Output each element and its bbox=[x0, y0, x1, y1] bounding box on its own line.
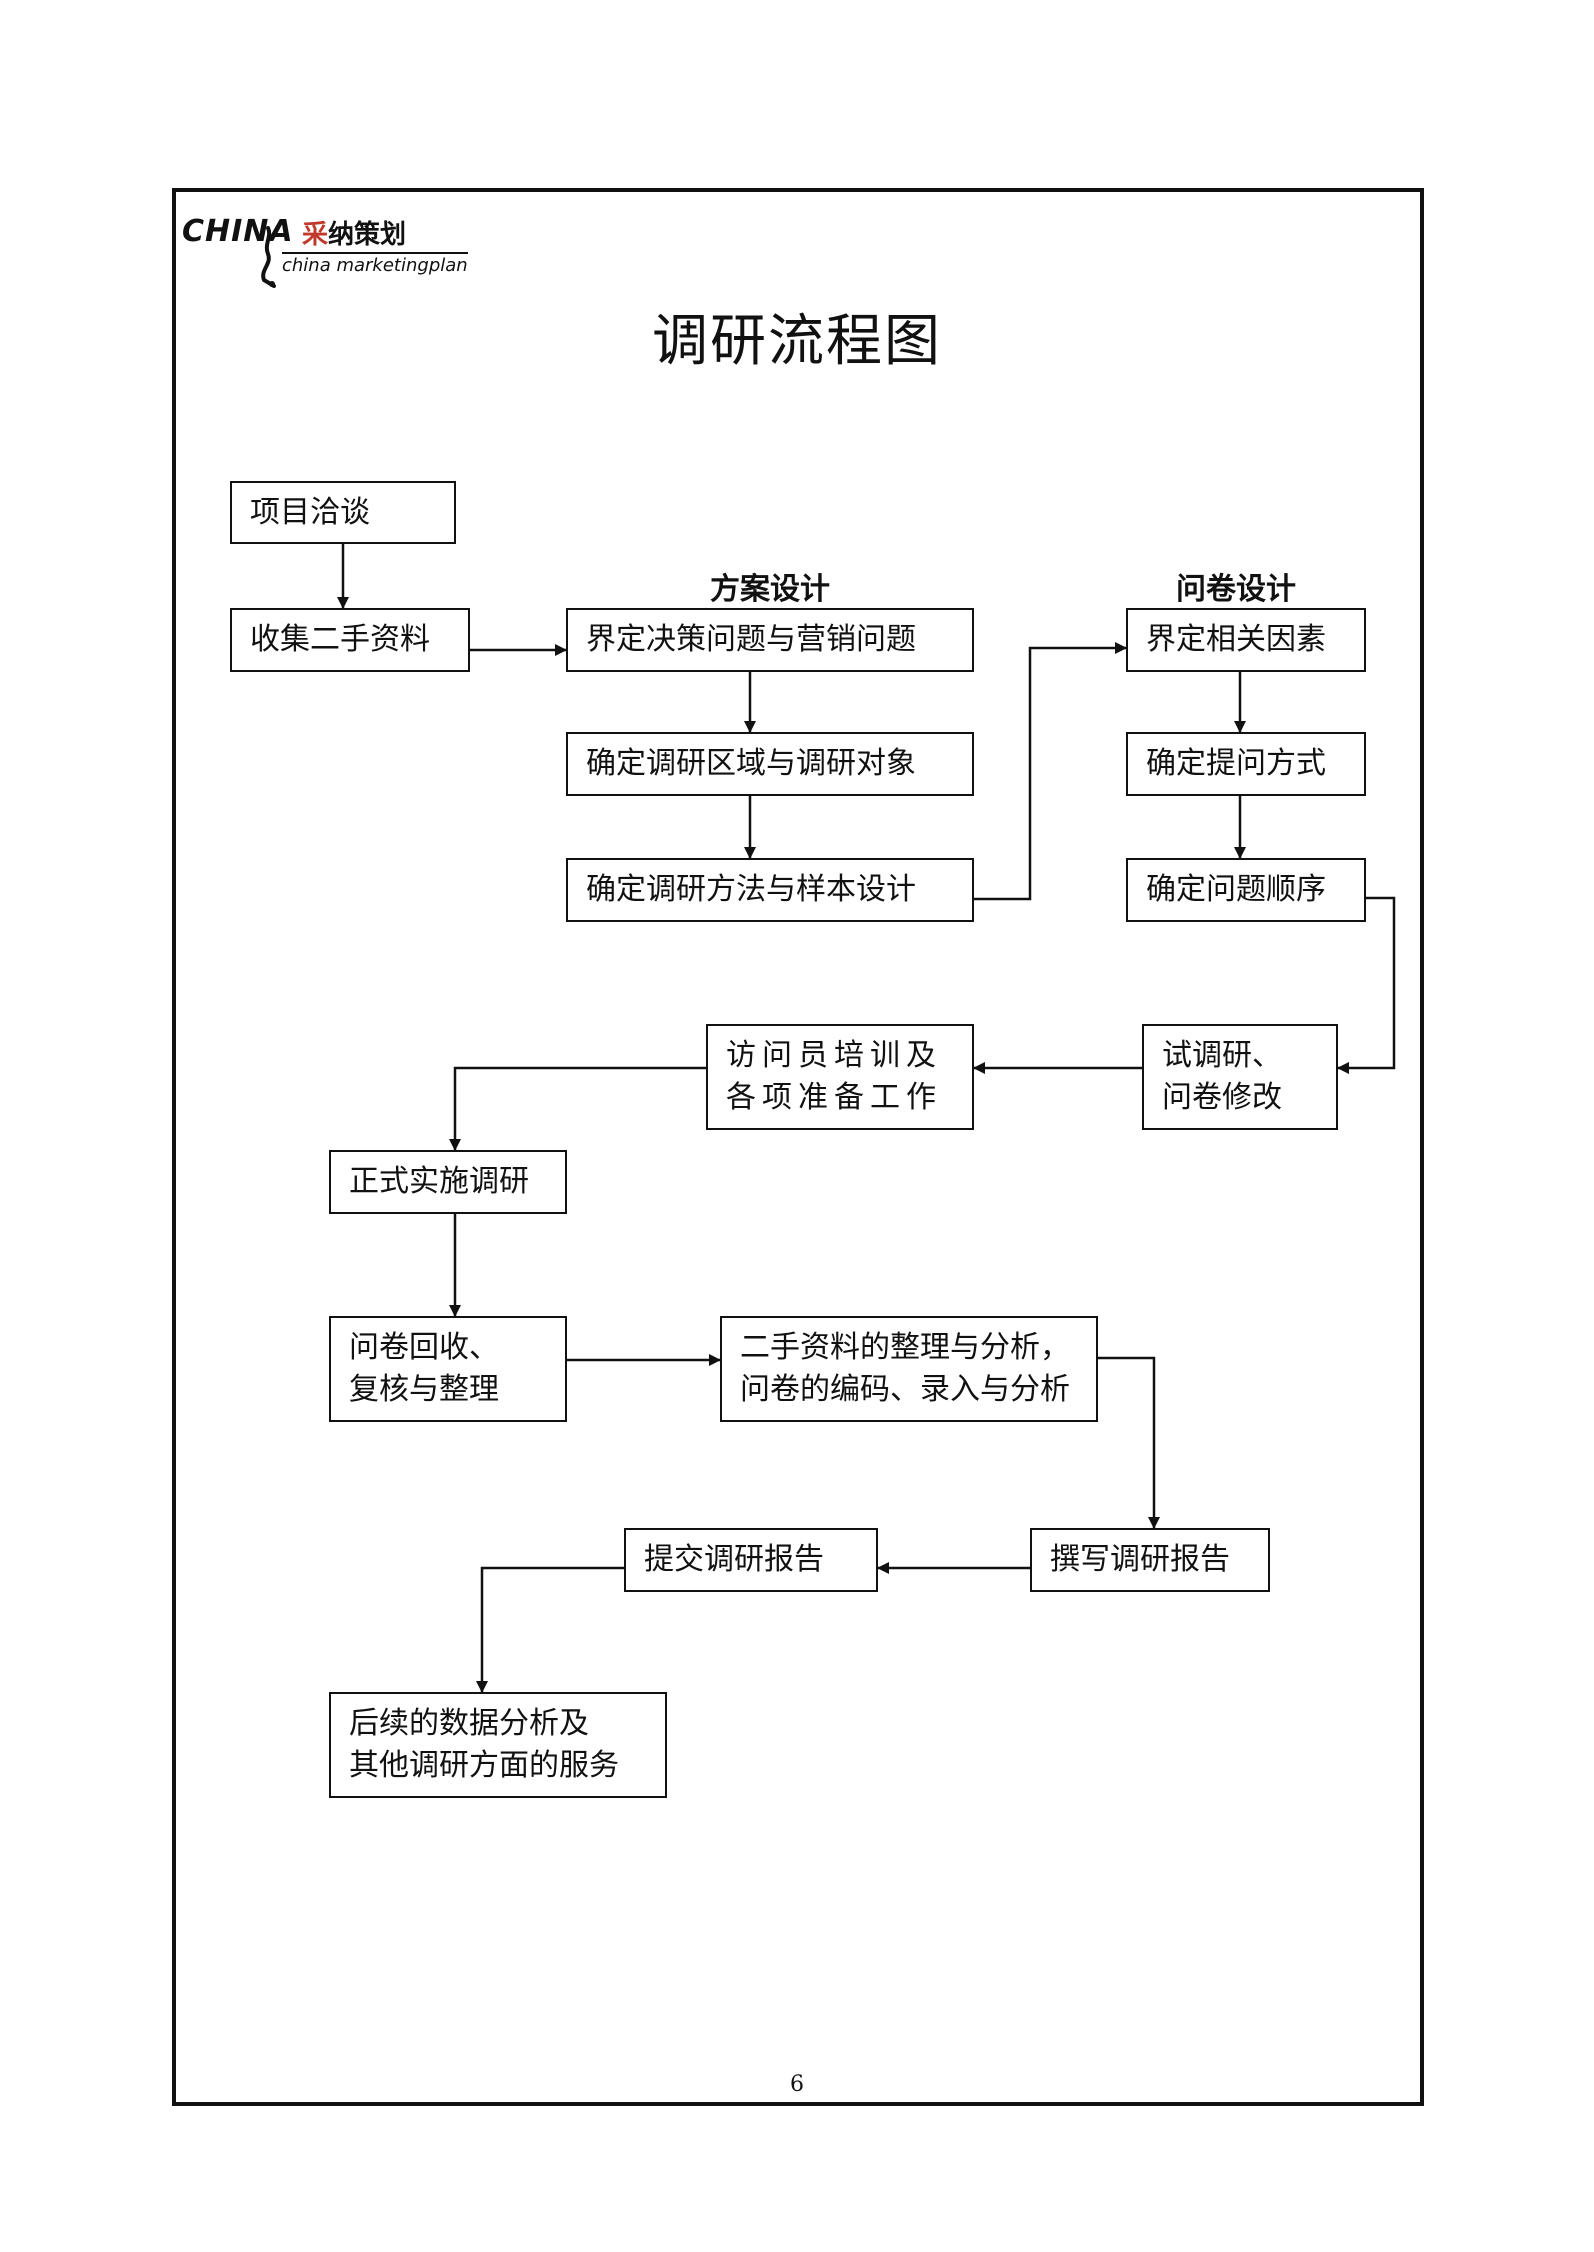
node-define-factors: 界定相关因素 bbox=[1126, 608, 1366, 672]
node-collect-review: 问卷回收、 复核与整理 bbox=[329, 1316, 567, 1422]
node-define-method-sample: 确定调研方法与样本设计 bbox=[566, 858, 974, 922]
page-title: 调研流程图 bbox=[652, 309, 942, 374]
logo-chinese: 采纳策划 bbox=[302, 220, 407, 250]
node-define-problems: 界定决策问题与营销问题 bbox=[566, 608, 974, 672]
page-frame bbox=[172, 188, 1424, 2106]
node-define-area-target: 确定调研区域与调研对象 bbox=[566, 732, 974, 796]
node-define-question-order: 确定问题顺序 bbox=[1126, 858, 1366, 922]
node-interviewer-training: 访问员培训及 各项准备工作 bbox=[706, 1024, 974, 1130]
node-pilot-revise: 试调研、 问卷修改 bbox=[1142, 1024, 1338, 1130]
logo-english: china marketingplan bbox=[282, 252, 468, 276]
connector-analysis-to-write-report bbox=[1098, 1356, 1160, 1529]
node-submit-report: 提交调研报告 bbox=[624, 1528, 878, 1592]
connector-submit-to-follow-up bbox=[476, 1566, 624, 1693]
connector-method-to-factors bbox=[974, 642, 1127, 901]
node-write-report: 撰写调研报告 bbox=[1030, 1528, 1270, 1592]
section-label-plan-design: 方案设计 bbox=[710, 572, 830, 607]
company-logo: CHINA 采纳策划 china marketingplan bbox=[182, 206, 482, 296]
page-number: 6 bbox=[790, 2072, 804, 2097]
node-formal-survey: 正式实施调研 bbox=[329, 1150, 567, 1214]
connector-order-to-pilot bbox=[1337, 896, 1396, 1074]
section-label-questionnaire-design: 问卷设计 bbox=[1176, 572, 1296, 607]
connector-training-to-formal bbox=[449, 1066, 706, 1151]
node-define-question-mode: 确定提问方式 bbox=[1126, 732, 1366, 796]
logo-mark: CHINA bbox=[182, 214, 294, 249]
node-follow-up-services: 后续的数据分析及 其他调研方面的服务 bbox=[329, 1692, 667, 1798]
node-collect-secondary-data: 收集二手资料 bbox=[230, 608, 470, 672]
node-project-negotiation: 项目洽谈 bbox=[230, 481, 456, 544]
logo-figure-icon bbox=[261, 226, 276, 288]
node-data-analysis: 二手资料的整理与分析， 问卷的编码、录入与分析 bbox=[720, 1316, 1098, 1422]
